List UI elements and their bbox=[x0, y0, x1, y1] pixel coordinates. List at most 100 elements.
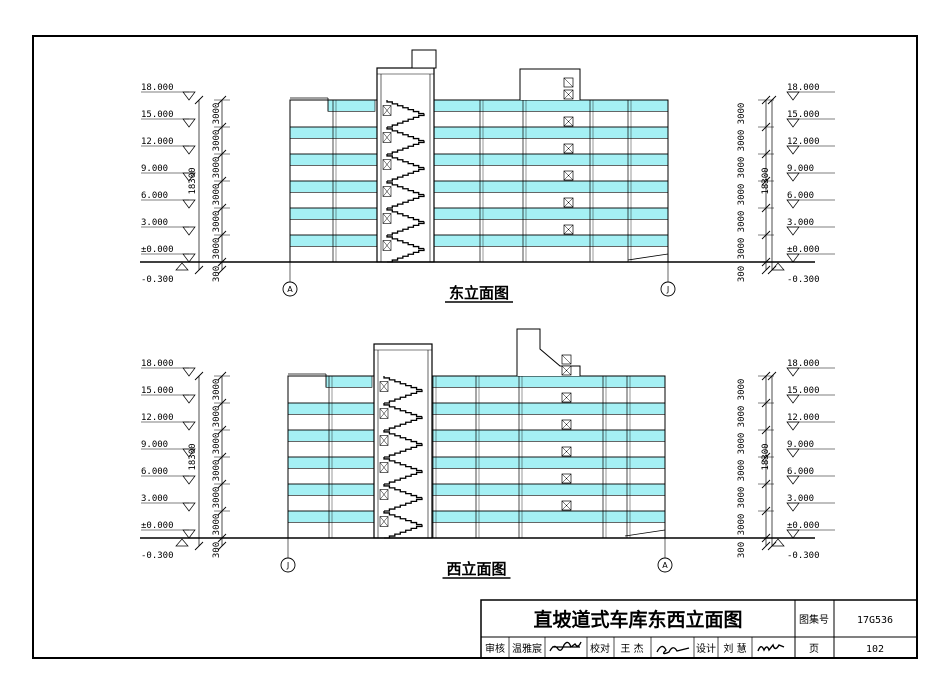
level-label: -0.300 bbox=[787, 551, 820, 561]
drawing-title: 直坡道式车库东西立面图 bbox=[533, 608, 742, 631]
total-height-dim: 18300 bbox=[188, 167, 198, 194]
level-label: 6.000 bbox=[141, 467, 168, 477]
review-label: 审核 bbox=[485, 642, 505, 655]
ramp-line bbox=[624, 529, 666, 537]
level-triangle bbox=[786, 394, 800, 404]
window-cross bbox=[379, 408, 389, 419]
floor-height-dim: 3000 bbox=[737, 130, 747, 152]
dimension-tick bbox=[767, 541, 777, 551]
level-label: 15.000 bbox=[141, 386, 174, 396]
level-label: 12.000 bbox=[787, 413, 820, 423]
glazing-band bbox=[287, 510, 375, 523]
glazing-band bbox=[289, 234, 378, 247]
checker-name: 王 杰 bbox=[620, 643, 643, 655]
stair-flight bbox=[384, 443, 423, 458]
stair-flight bbox=[386, 127, 424, 142]
level-triangle bbox=[786, 118, 800, 128]
stair-flight bbox=[384, 497, 423, 512]
window-cross bbox=[382, 132, 392, 143]
dimension-tick bbox=[767, 371, 777, 381]
level-label: 12.000 bbox=[141, 413, 174, 423]
stair-flight bbox=[384, 470, 423, 485]
level-triangle bbox=[786, 475, 800, 485]
floor-height-dim: 3000 bbox=[737, 211, 747, 233]
stair-flight bbox=[387, 113, 425, 128]
floor-height-dim: 3000 bbox=[737, 157, 747, 179]
glazing-band bbox=[289, 153, 378, 166]
floor-height-dim: 3000 bbox=[737, 514, 747, 536]
glazing-band bbox=[433, 126, 669, 139]
level-label: 3.000 bbox=[787, 218, 814, 228]
glazing-band bbox=[289, 126, 378, 139]
floor-height-dim: 3000 bbox=[737, 487, 747, 509]
total-height-dim: 18300 bbox=[188, 443, 198, 470]
level-triangle bbox=[182, 118, 196, 128]
stair-flight bbox=[387, 194, 425, 209]
level-label: 18.000 bbox=[787, 359, 820, 369]
window-cross bbox=[563, 224, 574, 235]
level-triangle bbox=[182, 226, 196, 236]
glazing-band bbox=[325, 375, 373, 388]
floor-height-dim: 3000 bbox=[737, 460, 747, 482]
floor-height-dim: 3000 bbox=[737, 433, 747, 455]
total-height-dim: 18300 bbox=[761, 167, 771, 194]
ramp-line bbox=[627, 253, 669, 261]
level-triangle bbox=[182, 421, 196, 431]
window-cross bbox=[379, 381, 389, 392]
sheet-frame bbox=[32, 35, 918, 659]
elevation-title: 东立面图 bbox=[449, 284, 509, 302]
floor-height-dim: 3000 bbox=[737, 238, 747, 260]
stair-flight bbox=[383, 376, 422, 391]
level-triangle bbox=[786, 199, 800, 209]
glazing-band bbox=[287, 483, 375, 496]
stair-flight bbox=[383, 403, 422, 418]
axis-bubble bbox=[657, 557, 673, 573]
stair-flight bbox=[383, 511, 422, 526]
window-cross bbox=[382, 213, 392, 224]
level-triangle bbox=[182, 199, 196, 209]
floor-height-dim: 3000 bbox=[212, 514, 222, 536]
designer-signature bbox=[757, 643, 785, 652]
window-cross bbox=[563, 116, 574, 127]
level-triangle bbox=[786, 448, 800, 458]
window-cross bbox=[379, 462, 389, 473]
level-label: -0.300 bbox=[141, 275, 174, 285]
level-triangle bbox=[175, 262, 189, 271]
stair-flight bbox=[386, 235, 424, 250]
stair-flight bbox=[386, 154, 424, 169]
axis-label: A bbox=[287, 285, 293, 294]
level-label: 9.000 bbox=[787, 164, 814, 174]
stair-flight bbox=[384, 524, 423, 539]
floor-height-dim: 3000 bbox=[212, 157, 222, 179]
level-triangle bbox=[182, 448, 196, 458]
window-cross bbox=[561, 354, 572, 365]
level-label: 15.000 bbox=[787, 386, 820, 396]
glazing-band bbox=[287, 429, 375, 442]
elevation-title: 西立面图 bbox=[446, 560, 506, 578]
floor-height-dim: 3000 bbox=[212, 211, 222, 233]
level-triangle bbox=[182, 529, 196, 539]
glazing-band bbox=[289, 207, 378, 220]
level-label: 12.000 bbox=[141, 137, 174, 147]
level-triangle bbox=[182, 367, 196, 377]
axis-label: J bbox=[286, 561, 289, 570]
level-label: -0.300 bbox=[787, 275, 820, 285]
total-height-dim: 18300 bbox=[761, 443, 771, 470]
level-label: 6.000 bbox=[787, 467, 814, 477]
stair-flight bbox=[384, 416, 423, 431]
dimension-tick bbox=[217, 541, 227, 551]
designer-label: 设计 bbox=[696, 642, 716, 655]
window-cross bbox=[561, 473, 572, 484]
glazing-band bbox=[433, 99, 669, 112]
window-cross bbox=[379, 516, 389, 527]
dimension-tick bbox=[194, 371, 204, 381]
floor-height-dim: 3000 bbox=[737, 184, 747, 206]
level-label: ±0.000 bbox=[141, 245, 174, 255]
dimension-tick bbox=[217, 265, 227, 275]
elevations: A J 东立面图 18.000 15.000 12.000 9.000 6.000 3.000 ±… bbox=[140, 49, 835, 579]
floor-height-dim: 3000 bbox=[212, 433, 222, 455]
floor-height-dim: 3000 bbox=[212, 130, 222, 152]
level-label: ±0.000 bbox=[141, 521, 174, 531]
floor-height-dim: 3000 bbox=[212, 487, 222, 509]
dimension-tick bbox=[194, 541, 204, 551]
